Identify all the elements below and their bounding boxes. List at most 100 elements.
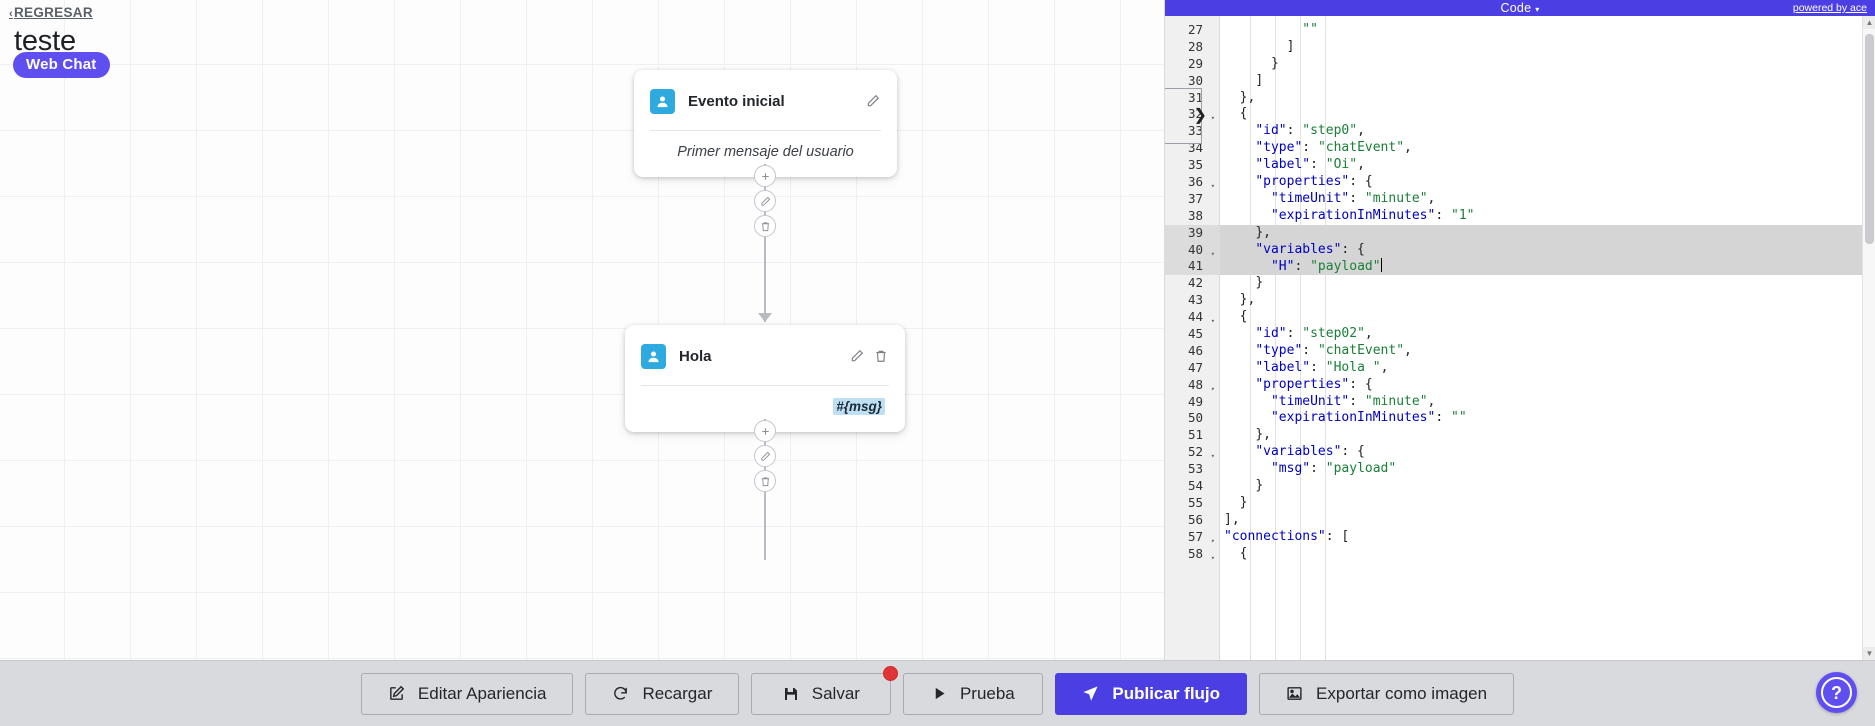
code-line[interactable]: } [1255,275,1264,291]
code-line[interactable]: "properties": { [1255,376,1373,392]
code-line[interactable]: "label": "Oi", [1255,157,1365,173]
line-number[interactable]: 53 [1187,461,1203,477]
flow-node-hola[interactable]: Hola #{msg} [625,325,905,432]
code-line[interactable]: "variables": { [1220,241,1875,259]
fold-toggle-icon[interactable]: ▾ [1210,317,1215,326]
line-number[interactable]: 49 [1187,393,1203,409]
line-number[interactable]: 40▾ [1165,241,1219,259]
toolbar-button-recargar[interactable]: Recargar [585,672,740,715]
pencil-icon[interactable] [754,190,776,212]
code-line[interactable]: "id": "step02", [1255,326,1373,342]
line-number[interactable]: 37 [1187,190,1203,206]
help-button[interactable]: ? [1816,672,1857,713]
code-line[interactable]: } [1255,478,1264,494]
plus-icon[interactable] [754,420,776,442]
toolbar-button-prueba[interactable]: Prueba [903,672,1044,715]
code-text-area[interactable]: "" ] } ] }, { "id": "step0", "type": "ch… [1220,16,1875,660]
fold-toggle-icon[interactable]: ▾ [1210,384,1215,393]
code-line[interactable]: "timeUnit": "minute", [1270,393,1436,409]
pencil-icon[interactable] [754,445,776,467]
flow-canvas[interactable]: ‹REGRESAR teste Web Chat Evento inicial … [0,0,1164,660]
line-number[interactable]: 28 [1187,38,1203,54]
line-number[interactable]: 56 [1187,511,1203,527]
line-number[interactable]: 27 [1187,22,1203,37]
scroll-up-arrow-icon[interactable]: ▲ [1863,16,1875,29]
code-line[interactable]: "label": "Hola ", [1255,359,1389,375]
line-number[interactable]: 32▾ [1165,106,1219,123]
connector-actions[interactable] [754,165,776,237]
code-line[interactable]: "H": "payload" [1220,258,1875,276]
code-line[interactable]: "type": "chatEvent", [1255,342,1412,358]
line-number[interactable]: 33 [1187,123,1203,139]
plus-icon[interactable] [754,165,776,187]
back-link[interactable]: ‹REGRESAR [9,5,93,20]
code-line[interactable]: } [1239,494,1248,510]
trash-icon[interactable] [754,215,776,237]
line-number[interactable]: 30 [1187,72,1203,88]
code-line[interactable]: ], [1224,511,1240,527]
code-line[interactable]: { [1239,545,1248,561]
code-line[interactable]: { [1239,309,1248,325]
code-line[interactable]: "properties": { [1255,174,1373,190]
line-number[interactable]: 55 [1187,494,1203,510]
code-line[interactable]: "type": "chatEvent", [1255,140,1412,156]
code-line[interactable]: "expirationInMinutes": "1" [1270,207,1475,223]
line-number[interactable]: 39 [1165,224,1219,242]
line-number[interactable]: 34 [1187,140,1203,156]
code-panel-title-wrap[interactable]: Code▾ [1501,1,1540,15]
fold-toggle-icon[interactable]: ▾ [1210,536,1215,545]
line-number[interactable]: 52▾ [1165,444,1219,461]
toolbar-button-salvar[interactable]: Salvar [751,665,899,715]
line-number[interactable]: 38 [1187,207,1203,223]
code-line[interactable]: }, [1220,224,1875,242]
scroll-down-arrow-icon[interactable]: ▼ [1863,647,1875,660]
code-line[interactable]: "connections": [ [1224,528,1350,544]
line-number[interactable]: 31 [1187,89,1203,105]
line-number[interactable]: 43 [1187,292,1203,308]
toolbar-button-exportar-como-imagen[interactable]: Exportar como imagen [1259,672,1515,715]
code-line[interactable]: "expirationInMinutes": "" [1270,410,1467,426]
code-line[interactable]: "" [1302,22,1318,37]
trash-icon[interactable] [754,470,776,492]
code-line[interactable]: } [1270,55,1279,71]
line-number[interactable]: 50 [1187,410,1203,426]
code-line[interactable]: "id": "step0", [1255,123,1365,139]
powered-by-link[interactable]: powered by ace [1792,2,1867,14]
line-number[interactable]: 29 [1187,55,1203,71]
edit-icon[interactable] [847,346,867,366]
line-number[interactable]: 48▾ [1165,377,1219,394]
toolbar-button-editar-apariencia[interactable]: Editar Apariencia [360,672,574,715]
scrollbar-thumb[interactable] [1865,34,1874,244]
line-number[interactable]: 44▾ [1165,309,1219,326]
line-number[interactable]: 46 [1187,342,1203,358]
code-line[interactable]: }, [1239,89,1256,105]
connector-actions[interactable] [754,420,776,492]
code-line[interactable]: }, [1255,427,1271,443]
line-number[interactable]: 36▾ [1165,174,1219,191]
code-line[interactable]: ] [1286,38,1295,54]
line-number[interactable]: 51 [1187,427,1203,443]
code-line[interactable]: "variables": { [1255,444,1365,460]
code-line[interactable]: { [1239,106,1248,122]
line-number[interactable]: 54 [1187,478,1203,494]
fold-toggle-icon[interactable]: ▾ [1210,249,1215,258]
fold-toggle-icon[interactable]: ▾ [1210,553,1215,562]
line-number[interactable]: 42 [1187,275,1203,291]
flow-node-evento-inicial[interactable]: Evento inicial Primer mensaje del usuari… [634,70,897,177]
code-line[interactable]: ] [1255,72,1264,88]
code-line[interactable]: }, [1239,292,1256,308]
line-number[interactable]: 58▾ [1165,546,1219,563]
line-number[interactable]: 41 [1165,258,1219,276]
fold-toggle-icon[interactable]: ▾ [1210,182,1215,191]
line-number[interactable]: 57▾ [1165,529,1219,546]
line-number[interactable]: 47 [1187,359,1203,375]
fold-toggle-icon[interactable]: ▾ [1210,114,1215,123]
code-line[interactable]: "timeUnit": "minute", [1270,190,1436,206]
edit-icon[interactable] [863,91,883,111]
trash-icon[interactable] [871,346,891,366]
fold-toggle-icon[interactable]: ▾ [1210,452,1215,461]
line-number[interactable]: 35 [1187,157,1203,173]
